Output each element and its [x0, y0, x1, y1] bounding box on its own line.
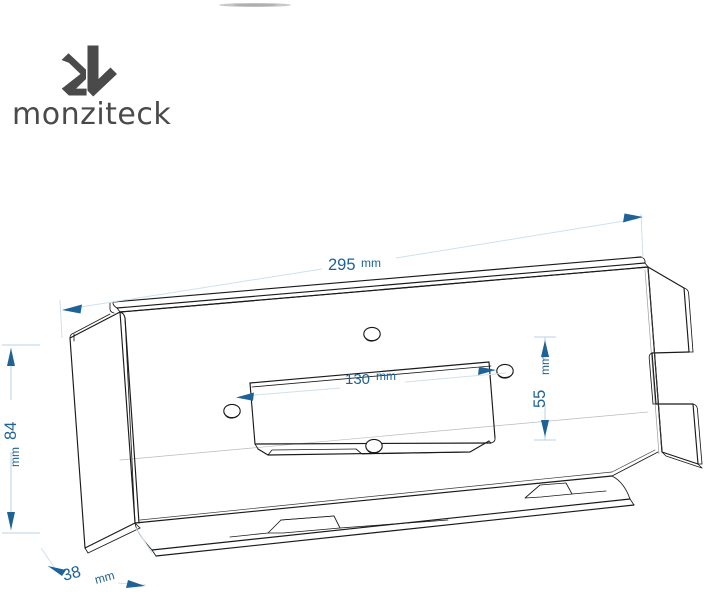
- dimension-38-unit: mm: [93, 568, 116, 587]
- arrow-down: [7, 512, 15, 530]
- dimension-inner-panel-width: 130 mm: [236, 366, 507, 401]
- arrow-up: [541, 340, 549, 357]
- arrow-left: [48, 566, 66, 576]
- brand-logo: monziteck: [12, 45, 171, 132]
- scan-artifact-smudge: [219, 3, 291, 7]
- arrow-left: [236, 392, 254, 401]
- dimension-295-value: 295: [328, 256, 356, 274]
- mounting-hole-bottom-center: [365, 438, 383, 454]
- brand-name: monziteck: [12, 97, 171, 132]
- shelf-bracket-drawing: [69, 256, 703, 557]
- arrow-right: [126, 580, 145, 588]
- dimension-overall-height: 84 mm: [2, 344, 40, 534]
- arrow-right: [478, 366, 496, 375]
- arrow-down: [541, 420, 549, 437]
- monziteck-arrow-logo-icon: [61, 45, 117, 97]
- arrow-right: [623, 213, 643, 223]
- dimension-84-value: 84: [2, 422, 20, 440]
- dimension-295-unit: mm: [361, 256, 381, 270]
- dimension-130-value: 130: [345, 371, 370, 388]
- dimension-overall-length: 295 mm: [59, 213, 644, 339]
- dimension-130-unit: mm: [376, 369, 396, 383]
- dimension-55-unit: mm: [538, 355, 552, 375]
- arrow-left: [62, 304, 82, 314]
- dimension-inner-height: 55 mm: [531, 336, 556, 441]
- dimension-depth: 38 mm: [40, 527, 153, 588]
- mounting-hole-left: [223, 403, 241, 419]
- dimension-55-value: 55: [531, 390, 549, 408]
- arrow-up: [7, 348, 15, 366]
- dimension-38-value: 38: [60, 563, 82, 585]
- dimension-84-unit: mm: [8, 447, 22, 467]
- mounting-hole-top-center: [363, 326, 381, 342]
- mounting-hole-right: [496, 363, 514, 379]
